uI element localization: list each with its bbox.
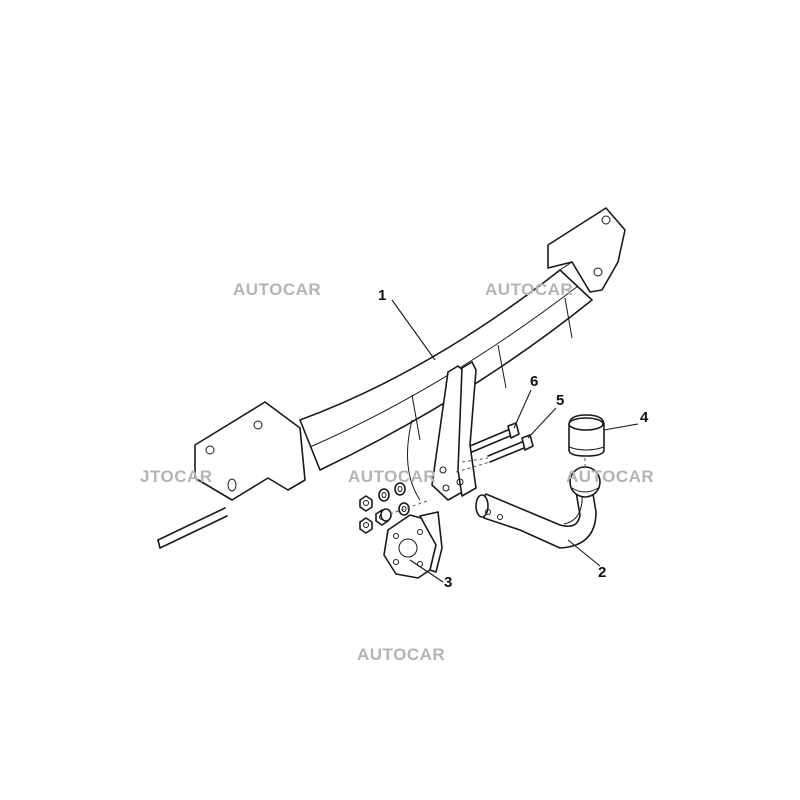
beam-segment-line: [411, 394, 421, 441]
watermark: JTOCAR: [140, 467, 213, 486]
left-mounting-plate: [194, 401, 306, 501]
electrical-rod: [157, 507, 226, 541]
leader-2: [567, 539, 601, 567]
socket-plate-hole: [393, 533, 399, 539]
bolt-axis: [461, 457, 489, 463]
bolt-6: [469, 429, 509, 447]
nut-bore: [363, 522, 369, 528]
left-plate-hole: [205, 445, 215, 455]
leader-4: [603, 423, 639, 431]
callout-4: 4: [640, 409, 649, 426]
socket-plate-hole: [417, 529, 423, 535]
ball-cap-rim: [568, 446, 605, 451]
beam-body: [299, 269, 593, 471]
bracket-hole: [439, 466, 447, 474]
callouts: 1 2 3 4 5 6: [378, 287, 649, 591]
washer-axis: [389, 499, 431, 515]
right-plate-hole: [593, 267, 603, 277]
bracket-hole: [456, 478, 464, 486]
washer: [378, 488, 390, 502]
left-plate-hole: [253, 420, 263, 430]
beam-segment-line: [497, 344, 507, 389]
socket-plate-flange: [419, 511, 443, 573]
electrical-rod-end: [157, 539, 161, 549]
ball-cap: [568, 414, 605, 457]
leader-6: [513, 389, 532, 429]
washer-bore: [401, 506, 407, 512]
neck-pin-hole: [485, 509, 491, 515]
socket-plate-hole: [393, 559, 399, 565]
beam-end-cap: [559, 261, 591, 293]
bolt-5: [487, 441, 523, 457]
leader-3: [409, 559, 444, 583]
nut: [359, 517, 373, 534]
callout-2: 2: [598, 564, 606, 581]
bolt-5: [489, 447, 525, 463]
bolt-6-head: [507, 422, 520, 439]
washer-bore: [397, 486, 403, 492]
leader-1: [391, 299, 436, 361]
socket-plate: [383, 511, 443, 579]
bolts: [455, 422, 534, 473]
watermark: AUTOCAR: [485, 280, 573, 299]
watermark: AUTOCAR: [233, 280, 321, 299]
watermark: AUTOCAR: [566, 467, 654, 486]
left-plate-hole: [227, 478, 237, 492]
center-bracket-plate: [457, 361, 477, 497]
neck-tube-end: [475, 494, 489, 518]
leader-5: [527, 407, 557, 439]
washer: [394, 482, 406, 496]
callout-3: 3: [444, 574, 452, 591]
callout-5: 5: [556, 392, 564, 409]
socket-plate-center-hole: [398, 538, 418, 558]
right-plate-hole: [601, 215, 611, 225]
bracket-hole: [442, 484, 450, 492]
callout-1: 1: [378, 287, 386, 304]
right-mounting-plate: [547, 207, 626, 293]
neck-pin-hole: [497, 514, 503, 520]
callout-6: 6: [530, 373, 538, 390]
nuts-and-washers: [359, 482, 431, 534]
watermark: AUTOCAR: [357, 645, 445, 664]
beam-segment-line: [564, 297, 573, 339]
bolt-6: [471, 435, 511, 453]
bracket-contour: [407, 419, 421, 501]
washer: [380, 508, 392, 522]
tow-ball-neck: [475, 455, 601, 549]
tow-ball-collar: [571, 487, 599, 493]
nut: [359, 495, 373, 512]
watermark: AUTOCAR: [348, 467, 436, 486]
electrical-rod: [159, 515, 228, 549]
watermarks: AUTOCAR AUTOCAR JTOCAR AUTOCAR AUTOCAR A…: [140, 280, 654, 664]
bolt-5-head: [521, 434, 534, 451]
crossbar: [157, 207, 626, 549]
leader-lines: [391, 299, 639, 583]
beam-edge: [309, 285, 579, 448]
nut-bore: [363, 500, 369, 506]
ball-cap-top: [568, 417, 604, 431]
washer-bore: [381, 492, 387, 498]
